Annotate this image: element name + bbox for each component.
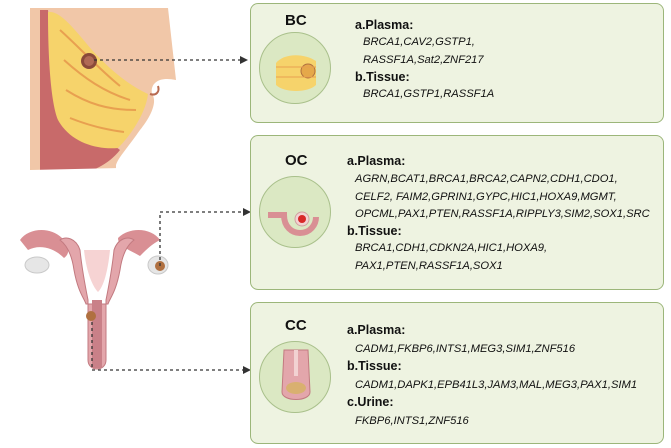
oc-tissue-label: b.Tissue: [347, 224, 402, 238]
arrowhead-oc [243, 208, 251, 216]
cc-tissue-label: b.Tissue: [347, 359, 402, 373]
cervix-circle [259, 341, 331, 413]
oc-plasma-label: a.Plasma: [347, 154, 406, 168]
cc-urine-genes: FKBP6,INTS1,ZNF516 [355, 413, 469, 431]
bc-panel: BC a.Plasma: BRCA1,CAV2,GSTP1, RASSF1A,S… [250, 3, 664, 123]
bc-tissue-genes: BRCA1,GSTP1,RASSF1A [363, 86, 494, 104]
gene-line: BRCA1,GSTP1,RASSF1A [363, 88, 495, 100]
gene-line: BRCA1,CAV2,GSTP1, [363, 36, 475, 48]
ovary-icon [268, 211, 319, 237]
oc-title: OC [285, 152, 308, 169]
ovary-circle [259, 176, 331, 248]
gene-line: CELF2, FAIM2,GPRIN1,GYPC,HIC1,HOXA9,MGMT… [355, 190, 617, 203]
cc-panel: CC a.Plasma: CADM1,FKBP6,INTS1,MEG3,SIM1… [250, 302, 664, 444]
gene-line: BRCA1,CDH1,CDKN2A,HIC1,HOXA9, [355, 242, 548, 254]
gene-line: CADM1,FKBP6,INTS1,MEG3,SIM1,ZNF516 [355, 343, 576, 355]
bc-plasma-label: a.Plasma: [355, 18, 414, 32]
breast-illustration [30, 8, 176, 182]
gene-line: PAX1,PTEN,RASSF1A,SOX1 [355, 259, 503, 272]
arrowhead-cc [243, 366, 251, 374]
cc-tissue-genes: CADM1,DAPK1,EPB41L3,JAM3,MAL,MEG3,PAX1,S… [355, 377, 637, 395]
cc-plasma-label: a.Plasma: [347, 323, 406, 337]
oc-tissue-genes: BRCA1,CDH1,CDKN2A,HIC1,HOXA9, PAX1,PTEN,… [355, 240, 547, 275]
gene-line: OPCML,PAX1,PTEN,RASSF1A,RIPPLY3,SIM2,SOX… [355, 208, 650, 220]
bc-plasma-genes: BRCA1,CAV2,GSTP1, RASSF1A,Sat2,ZNF217 [363, 34, 484, 69]
cc-urine-label: c.Urine: [347, 395, 394, 409]
oc-plasma-genes: AGRN,BCAT1,BRCA1,BRCA2,CAPN2,CDH1,CDO1, … [355, 171, 650, 224]
gene-line: CADM1,DAPK1,EPB41L3,JAM3,MAL,MEG3,PAX1,S… [355, 379, 638, 391]
bc-tissue-label: b.Tissue: [355, 70, 410, 84]
breast-tissue-icon [276, 55, 316, 91]
arrowhead-bc [240, 56, 248, 64]
uterus-illustration [20, 229, 169, 370]
oc-panel: OC a.Plasma: AGRN,BCAT1,BRCA1,BRCA2,CAPN… [250, 135, 664, 290]
gene-line: FKBP6,INTS1,ZNF516 [355, 415, 469, 427]
connector-cc [91, 322, 244, 371]
bc-title: BC [285, 12, 307, 29]
gene-line: RASSF1A,Sat2,ZNF217 [363, 53, 484, 66]
cc-plasma-genes: CADM1,FKBP6,INTS1,MEG3,SIM1,ZNF516 [355, 341, 575, 359]
gene-line: AGRN,BCAT1,BRCA1,BRCA2,CAPN2,CDH1,CDO1, [355, 173, 618, 185]
connector-oc [159, 211, 244, 266]
cc-title: CC [285, 317, 307, 334]
connector-lines [91, 59, 244, 371]
breast-tissue-circle [259, 32, 331, 104]
cervix-icon [281, 349, 311, 400]
